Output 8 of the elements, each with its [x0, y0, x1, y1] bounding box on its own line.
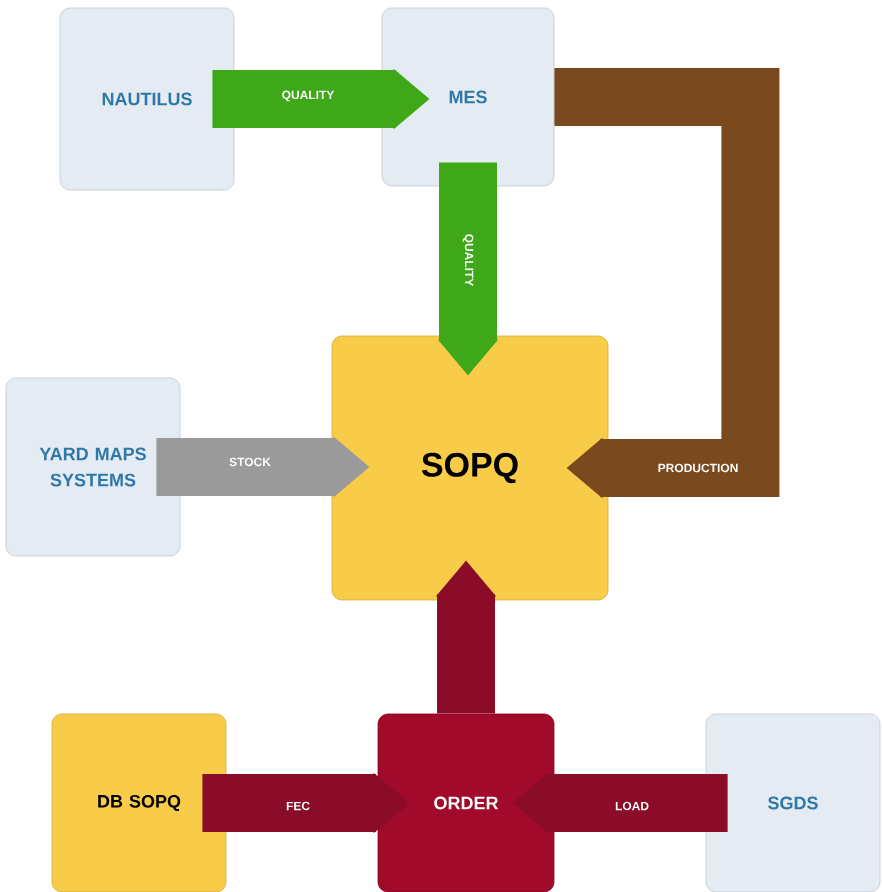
system-box: SGDS: [705, 713, 881, 892]
system-box: MES: [381, 7, 555, 187]
system-box: SOPQ: [331, 335, 609, 601]
system-box: YARD MAPS SYSTEMS: [5, 377, 181, 557]
system-box: NAUTILUS: [59, 7, 235, 191]
band-arrow: [554, 68, 780, 499]
system-box: DB SOPQ: [51, 713, 227, 892]
system-box: ORDER: [377, 713, 555, 892]
